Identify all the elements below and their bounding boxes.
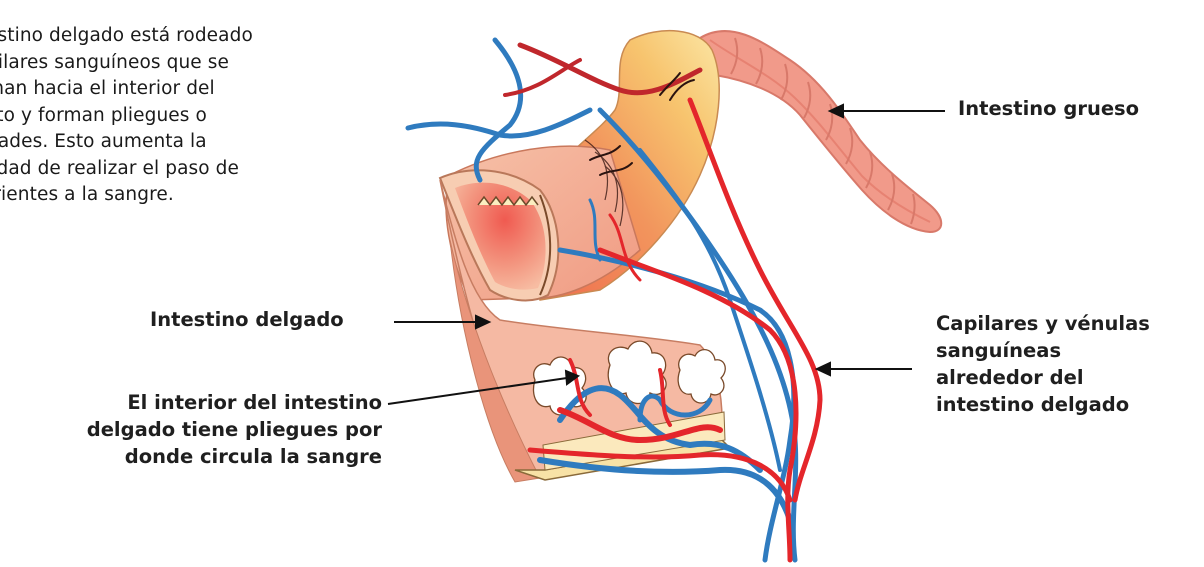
label-intestino-delgado: Intestino delgado — [150, 306, 344, 333]
label-line: Capilares y vénulas — [936, 312, 1150, 335]
label-line: delgado tiene pliegues por — [87, 418, 382, 441]
label-line: intestino delgado — [936, 393, 1129, 416]
label-interior-intestino: El interior del intestino delgado tiene … — [0, 389, 382, 470]
label-line: sanguíneas — [936, 339, 1061, 362]
label-line: alrededor del — [936, 366, 1084, 389]
label-line: El interior del intestino — [127, 391, 382, 414]
arrowhead-capilares — [817, 363, 830, 375]
label-intestino-grueso: Intestino grueso — [958, 95, 1139, 122]
label-capilares: Capilares y vénulas sanguíneas alrededor… — [936, 310, 1204, 418]
label-line: donde circula la sangre — [125, 445, 382, 468]
